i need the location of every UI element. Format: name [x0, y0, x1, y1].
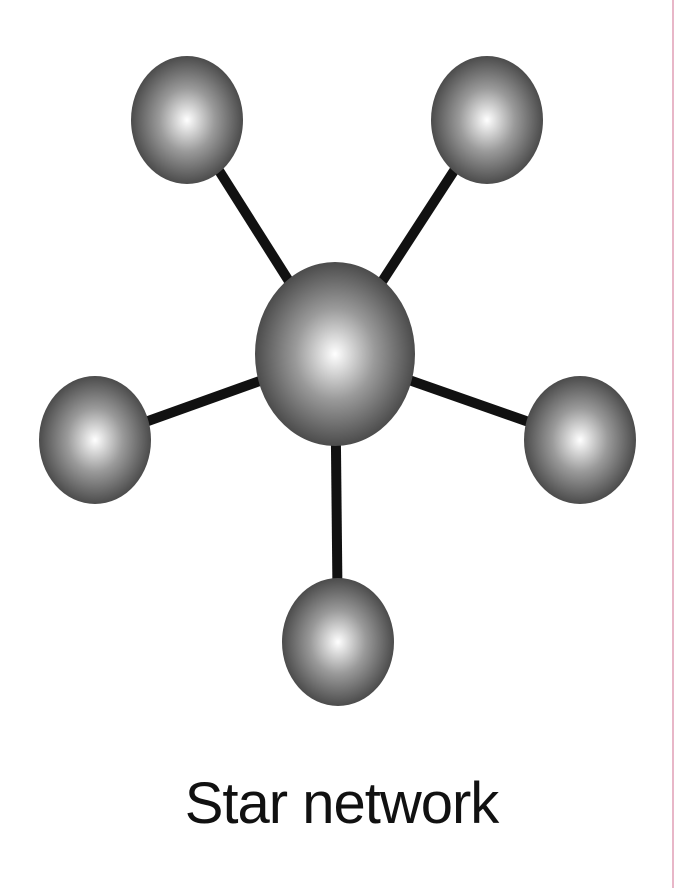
- diagram-caption: Star network: [184, 771, 500, 836]
- node-left-sphere: [39, 376, 151, 504]
- node-top-right-sphere: [431, 56, 543, 184]
- node-top-left-sphere: [131, 56, 243, 184]
- node-bottom-sphere: [282, 578, 394, 706]
- page-edge-rule: [672, 0, 674, 888]
- hub-sphere: [255, 262, 415, 446]
- nodes-layer: [39, 56, 636, 706]
- node-right-sphere: [524, 376, 636, 504]
